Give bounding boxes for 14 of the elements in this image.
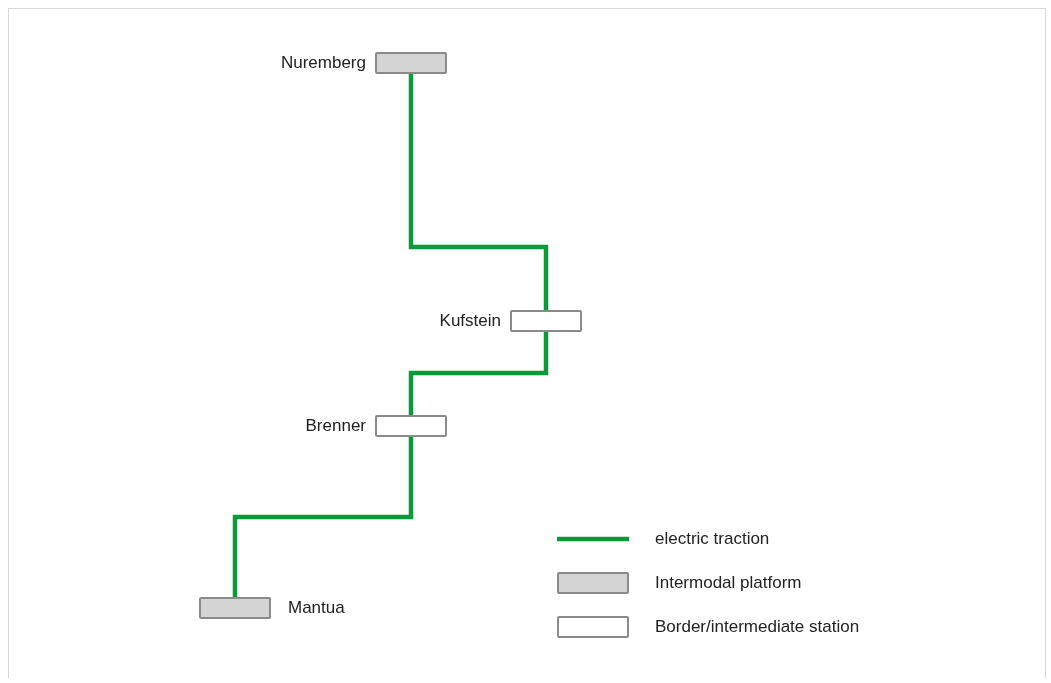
station-box — [375, 52, 447, 74]
station-name: Nuremberg — [280, 52, 366, 74]
legend-label: Intermodal platform — [655, 572, 802, 594]
rail-line — [408, 74, 549, 310]
station-box — [199, 597, 271, 619]
station-name: Brenner — [305, 415, 366, 437]
legend-label: Border/intermediate station — [655, 616, 860, 638]
station-name: Mantua — [288, 597, 345, 619]
rail-line — [232, 437, 414, 597]
station-name: Kufstein — [439, 310, 501, 332]
legend-label: electric traction — [655, 528, 770, 550]
station-box — [510, 310, 582, 332]
rail-line — [408, 332, 549, 415]
station-box — [375, 415, 447, 437]
